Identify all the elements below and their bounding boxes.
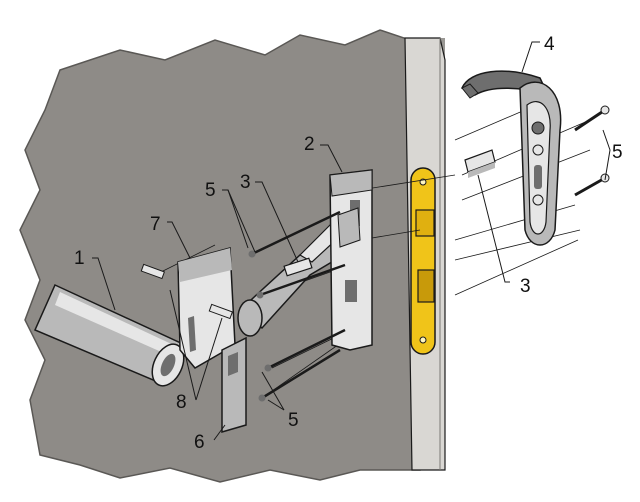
mortise-faceplate [410,167,436,355]
panic-bar [34,284,187,387]
connecting-arm [237,214,353,337]
spindle-left [283,257,313,277]
cover-plate [221,336,247,433]
callout-7: 7 [150,214,161,235]
callout-5a: 5 [205,180,216,201]
spindle-right [464,149,496,178]
callout-4: 4 [544,34,555,55]
callout-1: 1 [74,248,85,269]
callout-8: 8 [176,392,187,413]
callout-3b: 3 [520,276,531,297]
screws-left [248,210,346,402]
callout-2: 2 [304,134,315,155]
lock-mechanism [329,169,373,351]
callout-5c: 5 [288,410,299,431]
callout-6: 6 [194,432,205,453]
leader-lines [92,41,611,441]
callout-3a: 3 [240,172,251,193]
callout-5b: 5 [612,142,623,163]
screws-right [574,105,610,197]
pins [140,263,234,320]
lever-handle [461,70,562,246]
bar-housing [177,247,236,369]
